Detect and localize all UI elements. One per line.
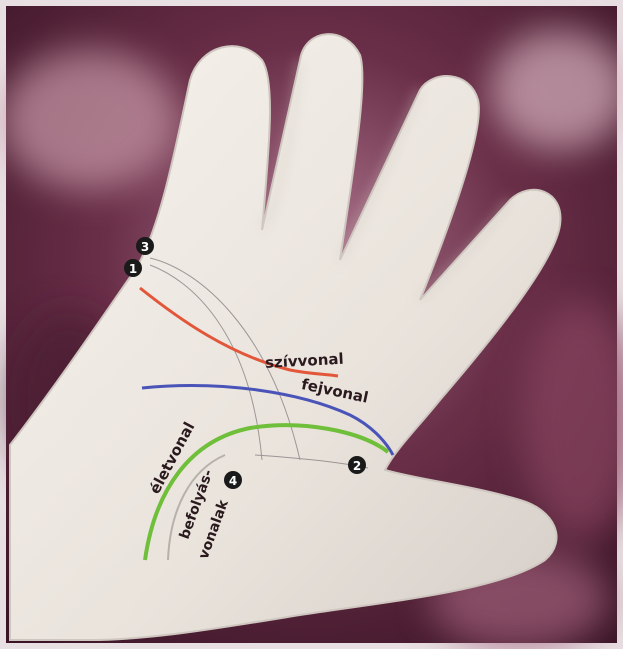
svg-text:4: 4 — [229, 474, 237, 488]
svg-text:3: 3 — [141, 240, 149, 254]
svg-text:1: 1 — [129, 262, 137, 276]
marker-4: 4 — [224, 471, 242, 489]
marker-2: 2 — [348, 456, 366, 474]
svg-text:2: 2 — [353, 459, 361, 473]
marker-1: 1 — [124, 259, 142, 277]
marker-3: 3 — [136, 237, 154, 255]
